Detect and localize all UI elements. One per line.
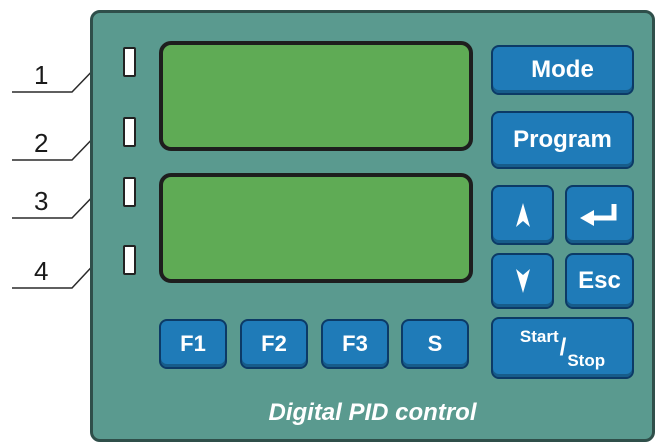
upper-lcd-display — [159, 41, 473, 151]
f3-button[interactable]: F3 — [321, 319, 389, 369]
mode-button[interactable]: Mode — [491, 45, 634, 95]
enter-arrow-icon — [579, 204, 616, 226]
brand-label: Digital PID control — [268, 399, 477, 426]
pid-controller-panel: Mode Program Esc F1 F2 F3 S Start / Stop… — [90, 10, 655, 442]
esc-button[interactable]: Esc — [565, 253, 634, 309]
callout-label-4: 4 — [34, 256, 49, 286]
stop-label: Stop — [567, 351, 606, 370]
start-label: Start — [519, 327, 559, 346]
start-stop-slash: / — [559, 334, 567, 361]
callout-label-3: 3 — [34, 186, 49, 216]
down-arrow-icon — [515, 269, 530, 293]
up-button[interactable] — [491, 185, 554, 245]
callout-label-2: 2 — [34, 128, 49, 158]
program-button[interactable]: Program — [491, 111, 634, 169]
f1-button[interactable]: F1 — [159, 319, 227, 369]
lower-lcd-display — [159, 173, 473, 283]
f2-button[interactable]: F2 — [240, 319, 308, 369]
indicator-led-3 — [123, 177, 136, 207]
start-stop-button[interactable]: Start / Stop — [491, 317, 634, 379]
s-button[interactable]: S — [401, 319, 469, 369]
up-arrow-icon — [515, 203, 530, 227]
callout-label-1: 1 — [34, 60, 49, 90]
enter-button[interactable] — [565, 185, 634, 245]
indicator-led-4 — [123, 245, 136, 275]
indicator-led-2 — [123, 117, 136, 147]
indicator-led-1 — [123, 47, 136, 77]
down-button[interactable] — [491, 253, 554, 309]
